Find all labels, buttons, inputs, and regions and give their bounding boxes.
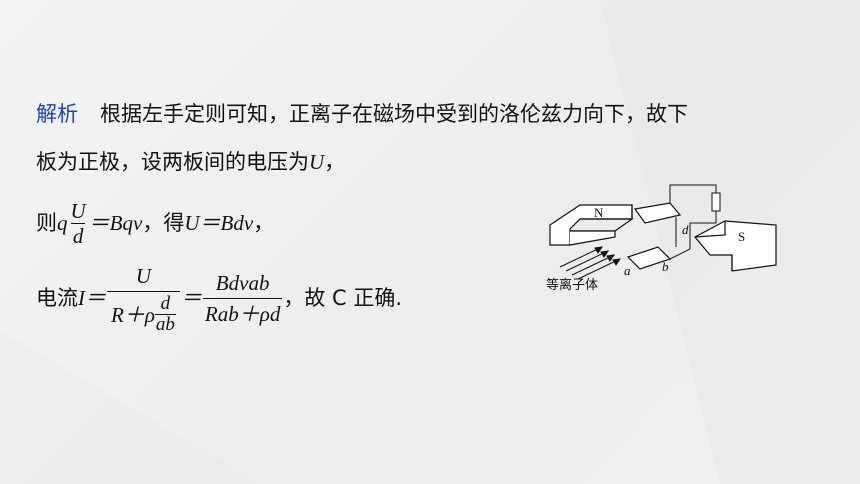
circuit-wire-lower	[669, 211, 717, 260]
top-plate	[633, 202, 682, 224]
plasma-flow-arrows	[559, 246, 622, 280]
analysis-line-2: 板为正极，设两板间的电压为U，	[36, 148, 345, 176]
eq2-frac1-numerator: U	[135, 264, 152, 288]
eq1-mid: ，得	[142, 211, 185, 235]
equation-1: 则 q U d ＝Bqv ，得 U＝Bdv ，	[36, 196, 274, 250]
eq2-frac1-den-subfraction: d ab	[154, 293, 176, 335]
north-label: N	[594, 205, 604, 220]
eq1-prefix: 则	[36, 211, 57, 235]
analysis-sentence-1: 根据左手定则可知，正离子在磁场中受到的洛伦兹力向下，故下	[100, 102, 688, 126]
eq2-fraction-1: U R＋ρ d ab	[107, 261, 180, 335]
eq1-frac-denominator: d	[70, 222, 86, 248]
eq2-frac1-den-main: R＋ρ	[111, 302, 155, 327]
south-label: S	[738, 229, 745, 244]
analysis-sentence-2-suffix: ，	[324, 150, 346, 174]
analysis-line-1: 解析根据左手定则可知，正离子在磁场中受到的洛伦兹力向下，故下	[36, 100, 688, 128]
north-magnet	[549, 204, 634, 246]
equation-2: 电流 I＝ U R＋ρ d ab ＝ Bdvab Rab＋ρd ，故 C 正确.	[36, 258, 402, 338]
plasma-label: 等离子体	[546, 277, 598, 293]
resistor	[711, 192, 721, 212]
analysis-keyword: 解析	[36, 102, 78, 126]
eq1-charge: q	[57, 211, 68, 235]
eq1-fraction: U d	[69, 199, 88, 248]
eq2-equals: ＝	[180, 286, 202, 310]
voltage-symbol: U	[309, 150, 325, 174]
eq1-end: ，	[253, 211, 275, 235]
eq2-subfrac-numerator: d	[160, 293, 171, 314]
length-a-label: a	[624, 263, 631, 278]
eq2-frac2-numerator: Bdvab	[215, 270, 270, 295]
eq2-prefix: 电流	[36, 286, 78, 310]
eq2-suffix: ，故 C 正确.	[283, 286, 403, 310]
eq1-result: U＝Bdv	[184, 211, 254, 235]
circuit-wire	[669, 184, 717, 203]
analysis-sentence-2-prefix: 板为正极，设两板间的电压为	[36, 150, 309, 174]
eq2-frac2-denominator: Rab＋ρd	[202, 297, 283, 329]
width-b-label: b	[662, 259, 669, 274]
eq2-frac1-denominator: R＋ρ d ab	[107, 291, 180, 335]
eq2-lhs: I＝	[78, 286, 106, 310]
gap-label: d	[682, 222, 689, 237]
eq1-frac-numerator: U	[70, 198, 86, 223]
eq2-subfrac-denominator: ab	[154, 314, 176, 335]
magnetohydrodynamic-generator-diagram: N d S a b 等离子体	[546, 184, 777, 293]
south-magnet	[694, 220, 777, 272]
eq2-fraction-2: Bdvab Rab＋ρd	[202, 268, 283, 329]
eq1-rhs: ＝Bqv	[88, 211, 143, 235]
